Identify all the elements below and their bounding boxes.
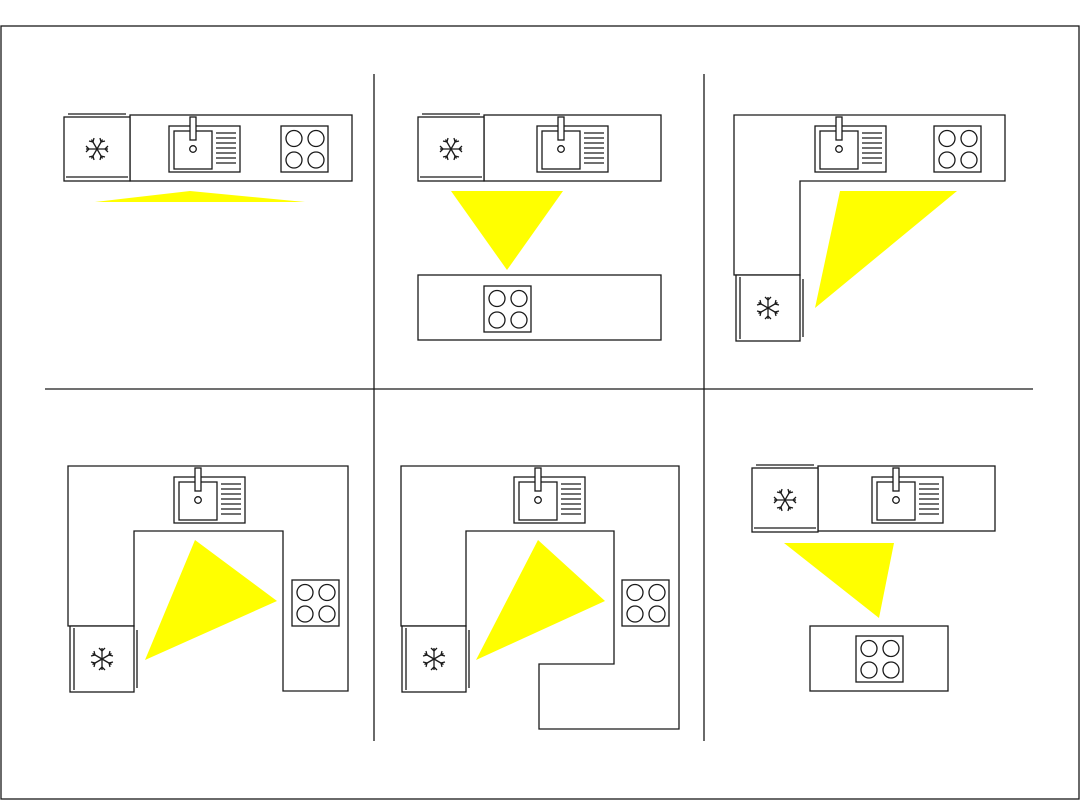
work-triangle	[145, 540, 277, 660]
hob-icon	[483, 285, 532, 333]
fridge-icon	[63, 113, 131, 182]
layout-panel-5	[400, 465, 680, 730]
work-triangle	[784, 543, 894, 618]
layout-panel-3	[733, 114, 1006, 342]
hob-icon	[933, 125, 982, 173]
fridge-icon	[751, 464, 819, 533]
fridge-icon	[735, 274, 804, 342]
fridge-icon	[401, 625, 470, 693]
layout-panel-4	[67, 465, 349, 693]
hob-icon	[621, 579, 670, 627]
work-triangle	[815, 191, 957, 308]
work-triangle	[95, 191, 305, 202]
outer-frame	[0, 25, 1080, 800]
layout-panel-6	[751, 464, 996, 692]
layout-panel-1	[63, 113, 353, 202]
work-triangle	[476, 540, 605, 660]
fridge-icon	[417, 113, 485, 182]
layout-panel-2	[417, 113, 662, 341]
work-triangle	[451, 191, 563, 270]
hob-icon	[280, 125, 329, 173]
hob-icon	[855, 635, 904, 683]
hob-icon	[291, 579, 340, 627]
fridge-icon	[69, 625, 138, 693]
counter	[417, 274, 662, 341]
